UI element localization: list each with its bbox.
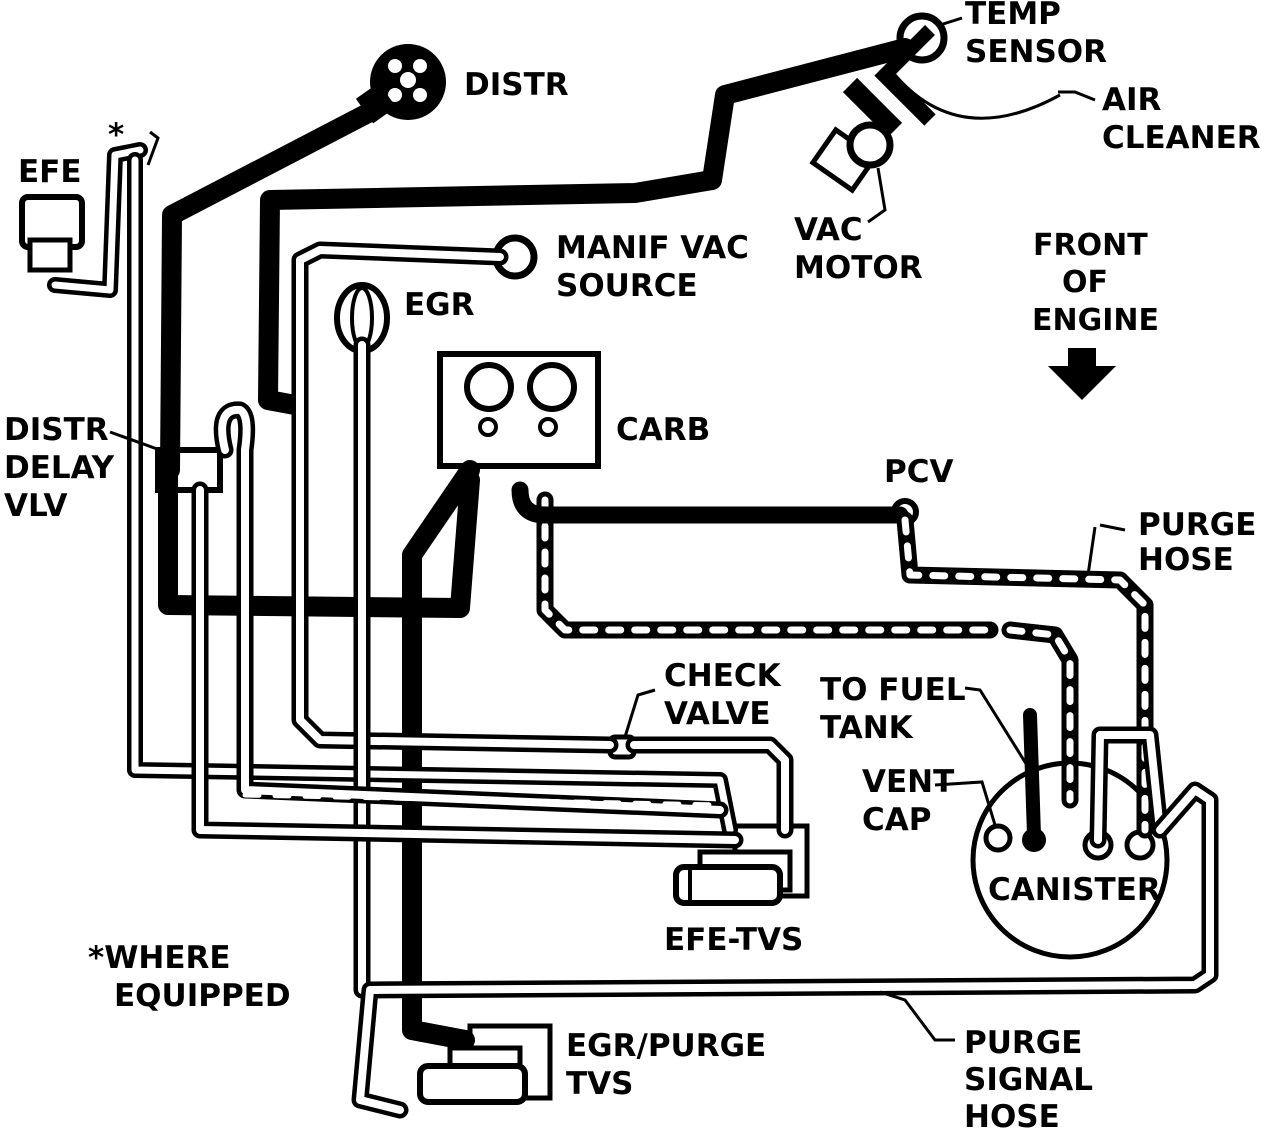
label-vent-cap-2: CAP [862,802,931,838]
label-carb: CARB [616,412,710,448]
label-egr: EGR [404,287,475,323]
label-where-equipped-1: *WHERE [88,940,231,976]
label-vent-cap-1: VENT [862,764,954,800]
label-purge-hose-2: HOSE [1138,542,1234,578]
label-purge-signal-hose-3: HOSE [964,1099,1060,1135]
distributor [355,44,446,124]
label-asterisk: * [108,117,124,153]
vac-motor [809,121,894,194]
label-purge-signal-hose-1: PURGE [964,1025,1082,1061]
label-to-fuel-tank-2: TANK [820,710,914,746]
label-front-of-engine-3: ENGINE [1032,303,1159,338]
label-vac-motor-1: VAC [794,212,863,248]
hose-temp-sensor [258,38,915,415]
label-efe: EFE [18,154,82,190]
label-pcv: PCV [884,454,953,490]
efe-tvs [673,823,810,906]
label-air-cleaner-2: CLEANER [1102,120,1261,156]
label-front-of-engine-1: FRONT [1033,228,1148,263]
label-distr-delay-vlv-3: VLV [4,488,67,524]
label-egr-purge-tvs-1: EGR/PURGE [566,1028,766,1064]
label-manif-vac-source-2: SOURCE [556,268,698,304]
leader-lines [109,16,1126,1042]
label-distr-delay-vlv-2: DELAY [4,450,115,486]
label-front-of-engine-2: OF [1062,265,1108,300]
hose-to-fuel-tank [1023,708,1041,842]
label-check-valve-1: CHECK [664,658,782,694]
hose-distributor [160,102,380,480]
label-temp-sensor-2: SENSOR [965,34,1107,70]
label-manif-vac-source-1: MANIF VAC [556,230,749,266]
egr-purge-tvs [417,1023,553,1105]
label-temp-sensor-1: TEMP [965,0,1061,32]
label-canister: CANISTER [988,872,1161,908]
label-distr-delay-vlv-1: DISTR [4,412,109,448]
front-of-engine-arrow-icon [1048,348,1116,400]
labels: TEMP SENSOR DISTR AIR CLEANER * EFE MANI… [4,0,1261,1135]
hose-pcv [511,481,909,524]
label-purge-hose-1: PURGE [1138,507,1256,543]
label-check-valve-2: VALVE [664,696,771,732]
air-cleaner-snorkel [842,64,1061,138]
label-distr: DISTR [464,67,569,103]
carburetor [437,351,601,469]
hose-manifold-main [158,460,480,618]
label-to-fuel-tank-1: TO FUEL [820,672,966,708]
label-efe-tvs: EFE-TVS [664,922,803,958]
label-vac-motor-2: MOTOR [794,250,923,286]
label-egr-purge-tvs-2: TVS [566,1066,633,1102]
efe-actuator [19,194,85,273]
label-air-cleaner-1: AIR [1102,82,1162,118]
hoses [47,38,1219,1119]
label-where-equipped-2: EQUIPPED [114,978,291,1014]
label-purge-signal-hose-2: SIGNAL [964,1062,1093,1098]
